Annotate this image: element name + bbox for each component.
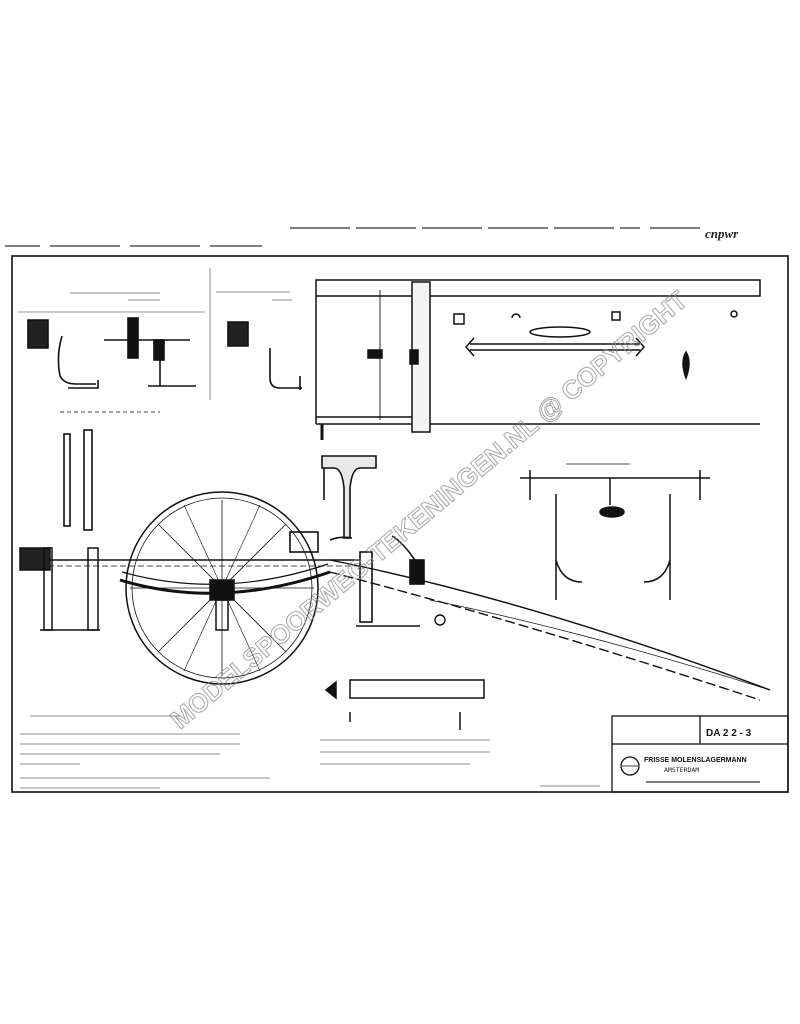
wheel-assembly <box>19 491 360 685</box>
sheet-border <box>11 255 789 793</box>
company-city: AMSTERDAM <box>664 766 699 774</box>
detail-scribble-labels <box>20 291 600 789</box>
drawing-number: DA 2 2 - 3 <box>706 728 752 739</box>
draw-bar <box>329 559 771 701</box>
bar-detail-bottom <box>324 679 485 730</box>
detail-views-upper-left <box>18 268 302 531</box>
cross-section-detail <box>520 463 710 600</box>
corner-code: cnpwr <box>705 226 739 241</box>
top-rule-lines <box>5 227 700 247</box>
title-block <box>611 715 789 793</box>
company-name: FRISSE MOLENSLAGERMANN <box>644 757 747 764</box>
plan-view-upper-right <box>315 279 761 440</box>
